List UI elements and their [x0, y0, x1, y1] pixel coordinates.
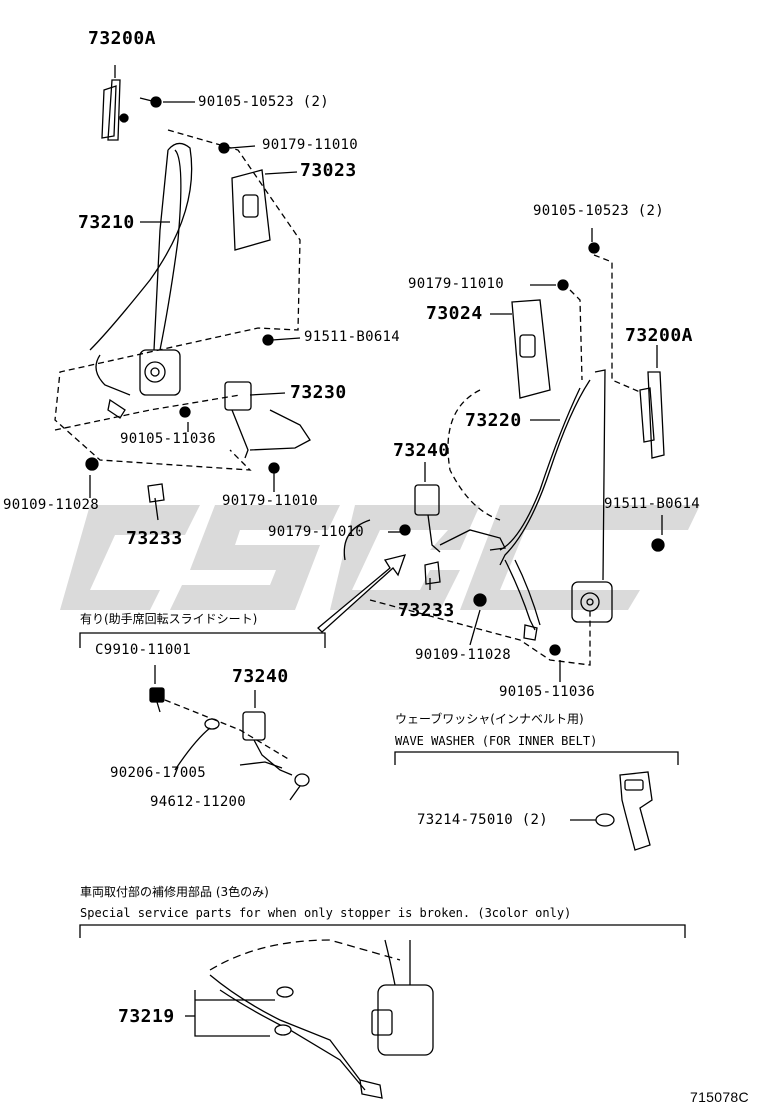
label-73240-right: 73240 [393, 440, 450, 461]
label-90206-17005: 90206-17005 [110, 765, 207, 781]
label-73200a-right: 73200A [625, 325, 694, 346]
label-73219: 73219 [118, 1006, 175, 1027]
seat-cover-73024 [511, 299, 551, 399]
label-90109-11028-right: 90109-11028 [415, 647, 512, 663]
arrow-icon [317, 554, 407, 633]
buckle-73230 [224, 381, 311, 459]
seatbelt-detail-special [209, 939, 434, 1099]
cover-73233-left [147, 483, 165, 503]
label-91511-b0614-left: 91511-B0614 [304, 329, 401, 345]
bolt-icon [549, 644, 561, 656]
label-73230: 73230 [290, 382, 347, 403]
label-90179-11010-left-lower: 90179-11010 [222, 493, 319, 509]
special-note-en: Special service parts for when only stop… [80, 906, 572, 920]
label-73024: 73024 [426, 303, 483, 324]
label-94612-11200: 94612-11200 [150, 794, 247, 810]
nut-icon [557, 279, 569, 291]
upper-anchor-left [101, 79, 121, 141]
bolt-icon [179, 406, 191, 418]
inset-bracket-wave-washer [394, 751, 679, 765]
buckle-73214 [619, 771, 653, 851]
bolt-icon [588, 242, 600, 254]
bolt-icon [119, 113, 129, 123]
seat-cover-73023 [231, 169, 271, 251]
csgc-watermark [60, 505, 700, 610]
label-91511-b0614-right: 91511-B0614 [604, 496, 701, 512]
diagram-id: 715078C [690, 1089, 749, 1105]
stopper-icon [274, 986, 294, 1036]
label-73233-left: 73233 [126, 528, 183, 549]
label-90105-10523-left: 90105-10523 (2) [198, 94, 329, 110]
label-90109-11028-left: 90109-11028 [3, 497, 100, 513]
wave-washer-note-en: WAVE WASHER (FOR INNER BELT) [395, 734, 598, 748]
bolt-icon [149, 687, 165, 713]
wave-washer-note-jp: ウェーブワッシャ(インナベルト用) [395, 712, 584, 726]
label-73200a-left: 73200A [88, 28, 157, 49]
bolt-icon [139, 96, 162, 108]
label-90105-11036-right: 90105-11036 [499, 684, 596, 700]
wave-washer-icon [595, 813, 615, 827]
bolt-icon [85, 457, 99, 471]
label-73210: 73210 [78, 212, 135, 233]
label-90179-11010-mid: 90179-11010 [268, 524, 365, 540]
buckle-73240-inset [239, 711, 293, 776]
bolt-icon [651, 538, 665, 552]
upper-anchor-right [639, 371, 665, 459]
nut-icon [399, 524, 411, 536]
label-90179-11010-right: 90179-11010 [408, 276, 505, 292]
seatbelt-assembly-left [89, 142, 193, 419]
special-note-jp: 車両取付部の補修用部品 (3色のみ) [80, 885, 269, 899]
label-c9910-11001: C9910-11001 [95, 642, 192, 658]
label-73023: 73023 [300, 160, 357, 181]
bolt-icon [473, 593, 487, 607]
cover-73233-right [424, 561, 441, 585]
bolt-icon [262, 334, 274, 346]
label-73214-75010: 73214-75010 (2) [417, 812, 548, 828]
label-90179-11010-top: 90179-11010 [262, 137, 359, 153]
washer-icon [204, 718, 310, 787]
inset-bracket-special [79, 924, 686, 938]
inset-bracket-option [79, 632, 326, 648]
seatbelt-assembly-right [499, 369, 613, 641]
option-note-jp: 有り(助手席回転スライドシート) [80, 612, 258, 626]
label-73220: 73220 [465, 410, 522, 431]
label-73233-right: 73233 [398, 600, 455, 621]
label-73240-inset: 73240 [232, 666, 289, 687]
label-90105-11036-left: 90105-11036 [120, 431, 217, 447]
nut-icon [268, 462, 280, 474]
label-90105-10523-right: 90105-10523 (2) [533, 203, 664, 219]
buckle-73240-right [414, 484, 506, 553]
